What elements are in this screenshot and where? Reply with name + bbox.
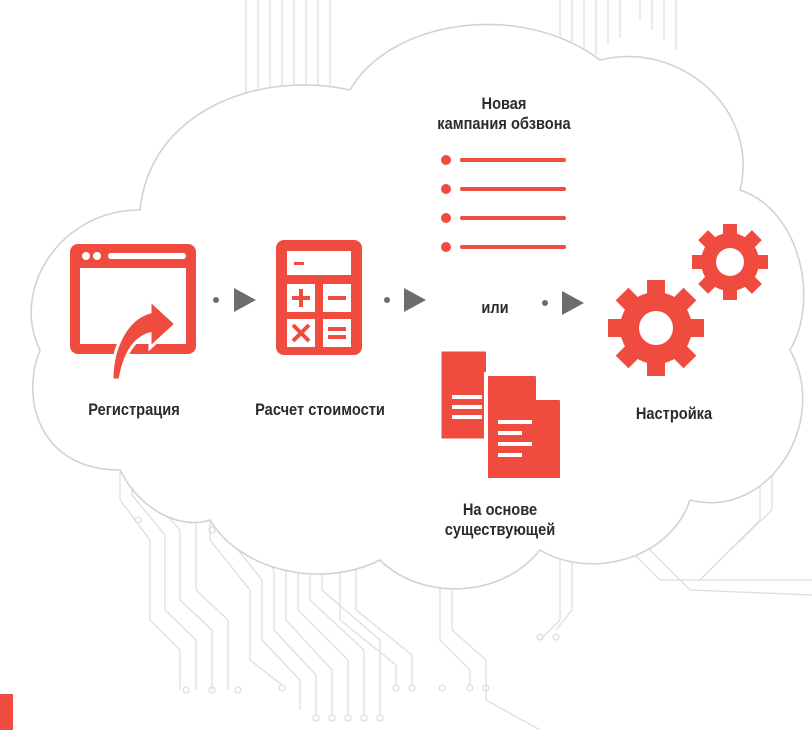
gears-icon [608, 224, 768, 376]
connector-arrow [384, 288, 426, 312]
or-label: или [481, 298, 509, 317]
option-existing-line2: существующей [444, 520, 556, 540]
copy-documents-icon [438, 348, 564, 482]
cloud-outline [30, 23, 805, 590]
option-new-campaign-line2: кампания обзвона [437, 114, 571, 134]
option-existing-line1: На основе [462, 500, 538, 519]
step-label-settings: Настройка [635, 404, 713, 423]
connector-arrow [213, 288, 256, 312]
step-label-registration: Регистрация [88, 400, 180, 419]
option-new-campaign-title: Новая кампания обзвона [418, 94, 590, 135]
option-new-campaign-line1: Новая [481, 94, 527, 113]
accent-tab [0, 694, 13, 730]
connector-arrow [542, 291, 584, 315]
step-label-cost-calculation: Расчет стоимости [255, 400, 385, 419]
option-existing-title: На основе существующей [423, 500, 578, 541]
list-icon [441, 155, 566, 252]
calculator-icon [276, 240, 362, 355]
browser-upload-icon [70, 244, 196, 382]
